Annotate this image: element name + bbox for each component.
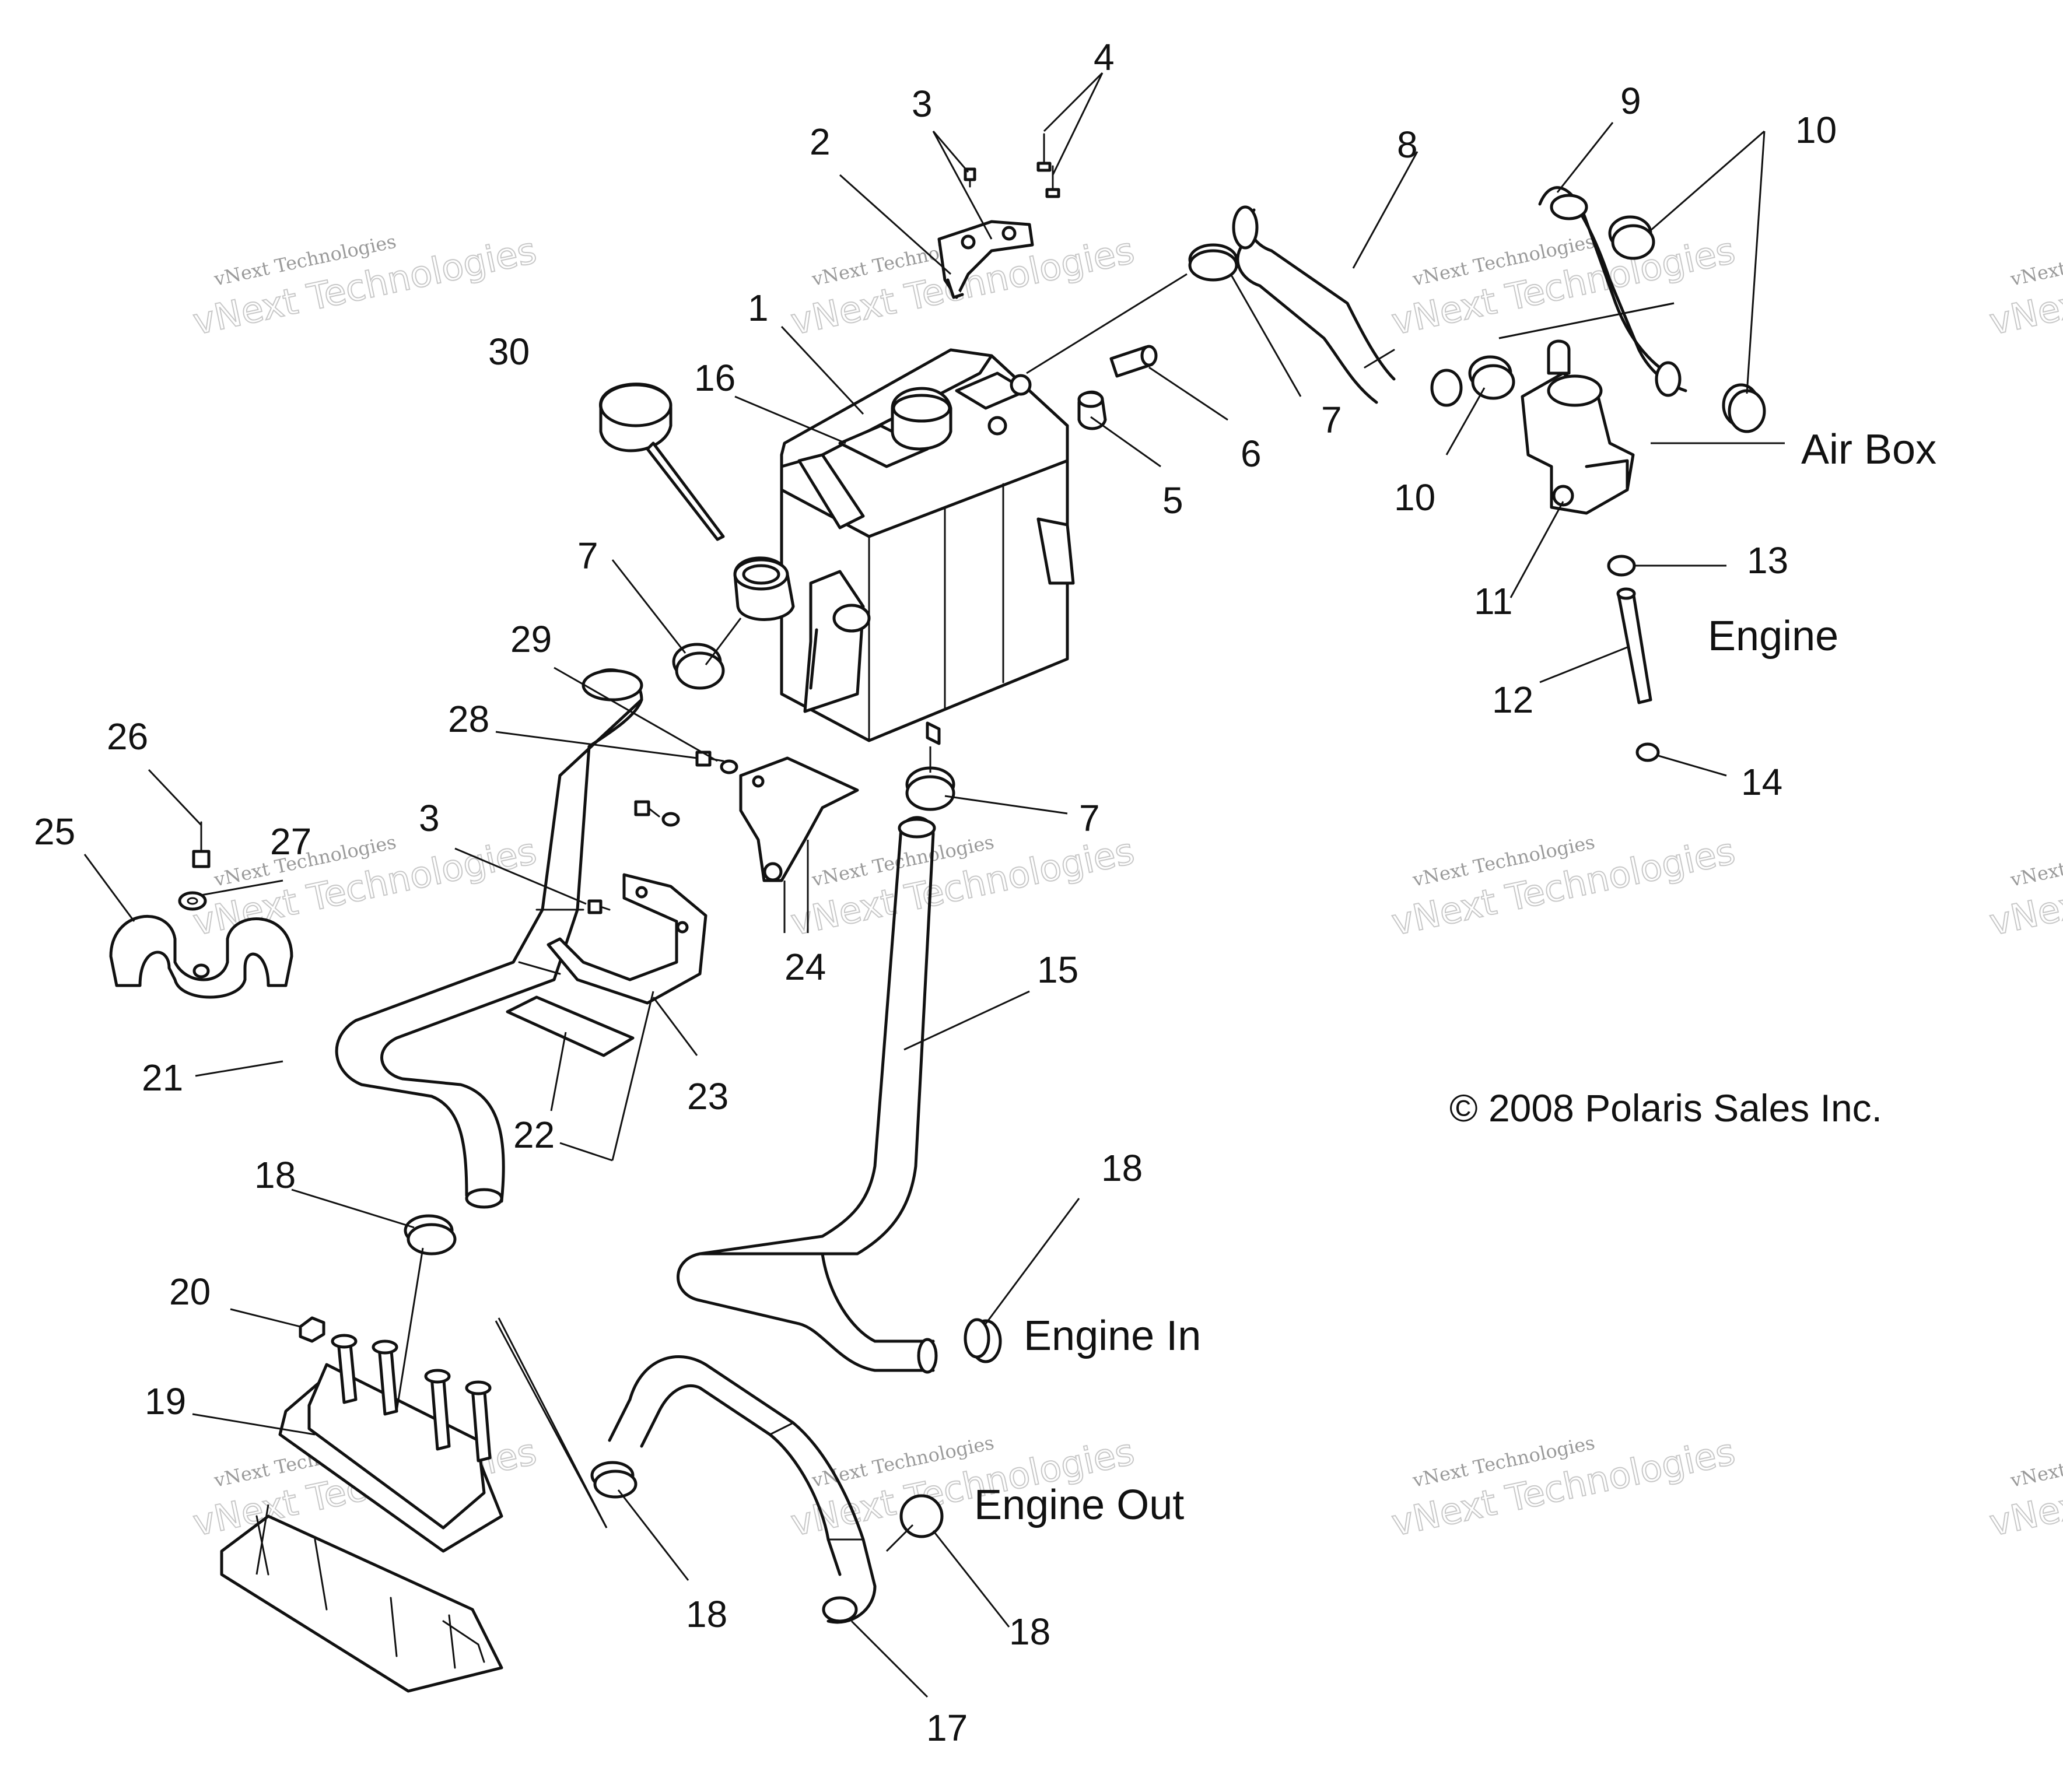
engine-out-label: Engine Out [974, 1482, 1184, 1528]
screw-top [964, 167, 976, 188]
clamp-tank-side [672, 643, 725, 690]
engine-label: Engine [1708, 613, 1838, 660]
part-label: 13 [1747, 539, 1788, 581]
clamp-vent-1 [1608, 215, 1655, 260]
long-radiator-hose [335, 668, 643, 1209]
watermark: vNext Technologies vNext Technologies [1388, 829, 1739, 944]
saddle-clamp [109, 914, 293, 999]
part-label: 7 [1079, 797, 1100, 839]
engine-in-label: Engine In [1024, 1313, 1201, 1359]
part-label: 22 [513, 1114, 555, 1156]
bolt-26 [192, 821, 211, 868]
part-label: 1 [748, 287, 769, 329]
watermark-line1: vNext Technologies [2008, 1432, 2063, 1492]
part-label: 8 [1397, 124, 1418, 166]
part-label: 12 [1492, 679, 1533, 721]
foam-pad [506, 995, 635, 1057]
clamp-18-upper [404, 1214, 457, 1256]
engine-in-hose [677, 816, 938, 1374]
mount-bracket [937, 220, 1034, 299]
support-bracket [739, 756, 859, 882]
watermark-line1: vNext Technologies [2008, 230, 2063, 290]
check-valve [1521, 339, 1635, 515]
part-label: 7 [1321, 399, 1342, 441]
part-label: 7 [577, 535, 598, 577]
watermark: vNext Technologies vNext Technologies [1985, 829, 2063, 944]
part-label: 11 [1474, 580, 1512, 622]
reservoir-tank [733, 348, 1075, 745]
part-label: 6 [1241, 433, 1262, 475]
screw-3-lower [587, 899, 611, 914]
part-label: 19 [145, 1380, 186, 1422]
part-label: 15 [1037, 949, 1078, 991]
leader-lines [83, 72, 1785, 1698]
watermark: vNext Technologies vNext Technologies [189, 829, 541, 944]
watermark-line1: vNext Technologies [2008, 831, 2063, 891]
small-clamp-13 [1607, 555, 1636, 577]
watermark: vNext Technologies vNext Technologies [1985, 228, 2063, 343]
part-label: 14 [1741, 761, 1782, 803]
small-clamp-14 [1635, 742, 1660, 762]
part-label: 26 [107, 716, 148, 758]
vent-hose [1538, 186, 1687, 397]
watermark: vNext Technologies vNext Technologies [1388, 228, 1739, 343]
part-label: 10 [1394, 476, 1435, 518]
part-label: 2 [810, 121, 831, 163]
annotations: Air Box Engine Engine In Engine Out © 20… [974, 426, 1936, 1528]
air-box-label: Air Box [1801, 426, 1936, 473]
clamp-tank-bottom [905, 766, 955, 811]
copyright-notice: © 2008 Polaris Sales Inc. [1449, 1086, 1882, 1130]
part-label: 21 [142, 1057, 183, 1099]
hose-fitting [1109, 345, 1158, 378]
watermark: vNext Technologies vNext Technologies [1985, 1429, 2063, 1545]
part-label: 29 [510, 618, 552, 660]
washer-27 [178, 891, 207, 911]
nut [299, 1316, 325, 1343]
part-label: 5 [1162, 479, 1183, 521]
clamp-upper [1188, 243, 1238, 282]
part-label: 30 [488, 331, 530, 373]
part-label: 3 [912, 83, 933, 125]
overflow-hose [1232, 205, 1463, 407]
clamp-18-engine-in [964, 1318, 1002, 1363]
part-label: 18 [686, 1593, 727, 1635]
part-label: 28 [448, 698, 489, 740]
bolt-29 [634, 751, 724, 818]
part-label: 18 [1009, 1611, 1050, 1653]
part-label: 23 [687, 1075, 728, 1117]
part-label: 3 [419, 797, 440, 839]
drain-hose [1616, 587, 1652, 704]
engine-out-hose [608, 1355, 877, 1624]
grommet [1077, 390, 1107, 430]
part-label: 4 [1094, 36, 1115, 78]
part-label: 20 [169, 1271, 211, 1313]
part-drawings [109, 133, 1766, 1693]
part-label: 24 [784, 946, 826, 988]
part-label: 17 [926, 1707, 968, 1749]
part-label: 9 [1620, 80, 1641, 122]
part-label: 18 [1101, 1147, 1143, 1189]
part-label: 27 [270, 820, 311, 862]
watermark: vNext Technologies vNext Technologies [1388, 1429, 1739, 1545]
bolt-pair [1036, 133, 1060, 198]
oil-cooler [220, 1334, 503, 1693]
part-label: 25 [34, 811, 75, 853]
clamp-vent-2 [1722, 383, 1766, 433]
hose-bracket [547, 873, 707, 1005]
watermark: vNext Technologies vNext Technologies [189, 228, 541, 343]
part-label: 18 [254, 1154, 296, 1196]
filler-cap-dipstick [599, 383, 725, 541]
part-label: 10 [1795, 109, 1837, 151]
washer-28 [661, 759, 738, 827]
part-label: 16 [694, 357, 735, 399]
clamp-18-lower [590, 1461, 638, 1499]
part-labels: 1 2 3 4 5 6 7 8 9 10 10 11 12 13 14 16 3… [34, 36, 1837, 1749]
clamp-vent-3 [1468, 355, 1515, 400]
